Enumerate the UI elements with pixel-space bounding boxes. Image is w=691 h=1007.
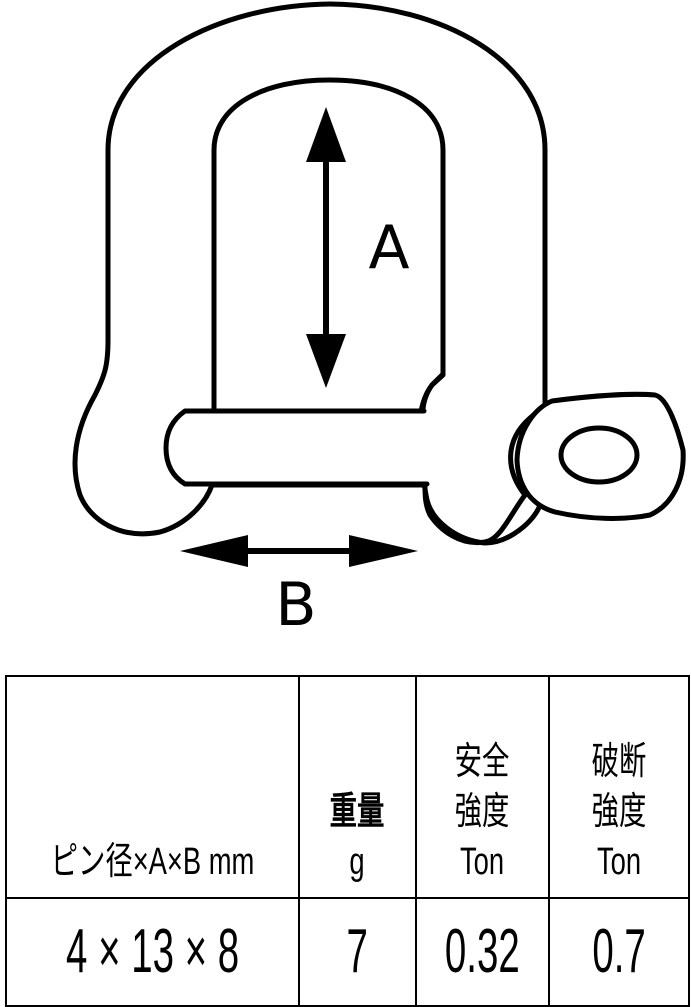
shackle-right-leg	[417, 371, 543, 546]
header-breaking-load: 破断 強度 Ton	[548, 675, 690, 899]
header-safe-load-line1: 安全	[455, 741, 510, 783]
arrowhead-left	[180, 535, 248, 567]
table-row: 4 × 13 × 8 7 0.32 0.7	[5, 897, 690, 1007]
pin-eye-hole	[558, 425, 640, 485]
header-safe-load-line2: 強度	[455, 791, 510, 833]
dimension-a-arrow	[306, 107, 346, 388]
safe-load-value: 0.32	[445, 917, 520, 986]
header-dimensions: ピン径×A×B mm	[5, 675, 300, 899]
dimensions-value: 4 × 13 × 8	[65, 917, 240, 986]
cell-weight: 7	[298, 897, 417, 1007]
cell-dimensions: 4 × 13 × 8	[5, 897, 300, 1007]
dimension-b-label: B	[275, 570, 316, 640]
header-weight-unit: g	[349, 841, 366, 883]
header-safe-load-unit: Ton	[460, 841, 505, 883]
spec-table: ピン径×A×B mm 重量 g 安全 強度 Ton 破断 強度	[5, 675, 690, 1007]
header-breaking-load-line2: 強度	[591, 791, 647, 833]
cell-safe-load: 0.32	[415, 897, 550, 1007]
dimension-a-label: A	[368, 213, 409, 283]
breaking-load-value: 0.7	[592, 917, 646, 986]
spec-table-header-row: ピン径×A×B mm 重量 g 安全 強度 Ton 破断 強度	[5, 675, 690, 899]
header-breaking-load-line1: 破断	[591, 741, 647, 783]
shackle-pin	[163, 408, 430, 487]
header-breaking-load-unit: Ton	[596, 841, 642, 883]
weight-value: 7	[346, 917, 369, 986]
header-dimensions-label: ピン径×A×B mm	[50, 841, 255, 883]
header-safe-load: 安全 強度 Ton	[415, 675, 550, 899]
arrowhead-up	[306, 107, 346, 162]
arrowhead-right	[349, 535, 418, 567]
cell-breaking-load: 0.7	[548, 897, 690, 1007]
arrowhead-down	[306, 334, 346, 388]
header-weight: 重量 g	[298, 675, 417, 899]
shackle-diagram: A B	[72, 1, 686, 640]
dimension-b-arrow	[180, 535, 418, 567]
header-weight-label: 重量	[330, 791, 385, 833]
